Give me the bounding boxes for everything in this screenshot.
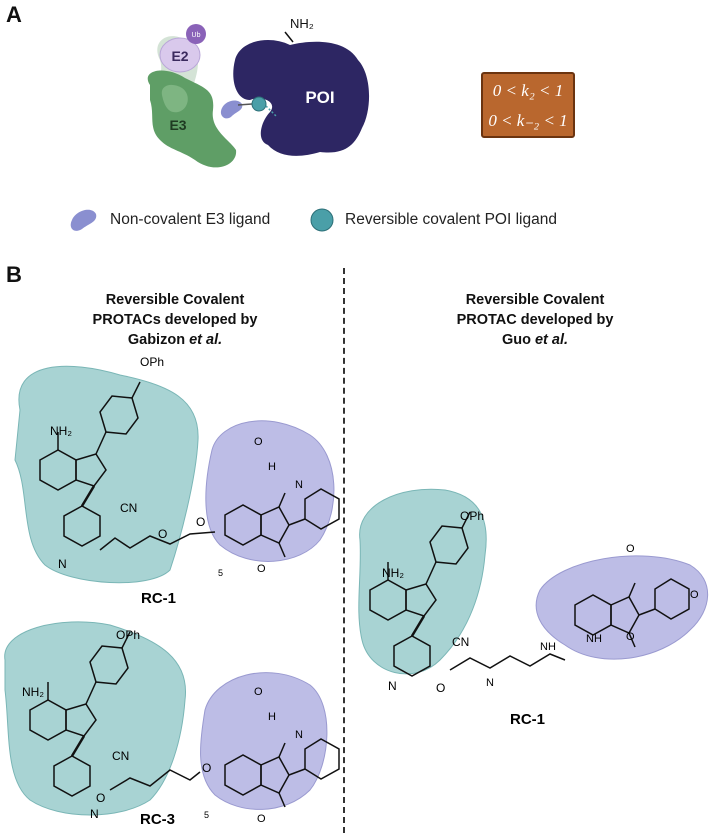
e2-shape: [159, 37, 201, 73]
rc3-label: RC-3: [140, 811, 175, 828]
rc1-right-poi-blob: [358, 488, 487, 675]
rc3-o1: O: [96, 791, 105, 805]
nh2-bond: [284, 31, 294, 43]
panel-divider: [343, 268, 345, 833]
rc3-o3: O: [254, 686, 263, 698]
poi-ligand-icon: [251, 96, 267, 112]
rc1-right-o: O: [436, 681, 445, 695]
e3-shape: [147, 70, 237, 168]
structures-svg: OPh NH₂ N CN O O 5 O O N H RC-1 OPh NH₂ …: [4, 355, 709, 828]
rc1-left-o2: O: [196, 515, 205, 529]
panel-b-label: B: [6, 262, 22, 287]
e3-highlight: [161, 84, 188, 113]
legend-reversible-text: Reversible covalent POI ligand: [345, 211, 557, 228]
nh2-label: NH₂: [290, 16, 314, 31]
rc1-right-nh2: NH₂: [382, 566, 404, 580]
ubiquitin-shape: [186, 24, 206, 44]
rc1-left-e3-blob: [205, 420, 335, 562]
legend-poi-ligand-icon: [310, 208, 334, 232]
rc3-nh2: NH₂: [22, 685, 44, 699]
rc1-right-linker: [449, 653, 566, 671]
e3-ligand-icon: [220, 100, 243, 119]
rc3-cn: CN: [112, 749, 129, 763]
rc1-left-n: N: [58, 557, 67, 571]
rc3-o4: O: [257, 813, 266, 825]
rc3-e3-blob: [200, 672, 328, 810]
rc1-left-nh2: NH₂: [50, 424, 72, 438]
poi-shape: [233, 40, 370, 156]
kinetics-box: 0 < k₂ < 1 0 < k₋₂ < 1: [481, 72, 575, 138]
rc1-right-cn: CN: [452, 635, 469, 649]
legend-noncovalent-text: Non-covalent E3 ligand: [110, 211, 271, 228]
rc3-sub5: 5: [204, 810, 209, 820]
panel-a-label: A: [6, 2, 22, 27]
rc1-left-o4: O: [257, 563, 266, 575]
rc1-right-nh2b: NH: [586, 633, 602, 645]
rc1-right-o3: O: [626, 631, 635, 643]
rc1-right-oph: OPh: [460, 509, 484, 523]
rc3-oph: OPh: [116, 628, 140, 642]
rc3-h: H: [268, 711, 276, 723]
right-heading-line3: Guo et al.: [501, 332, 569, 348]
rc3-n2: N: [295, 729, 303, 741]
rc1-left-linker: [99, 531, 216, 551]
k2-condition: 0 < k₂ < 1: [492, 81, 564, 100]
rc1-right-o2: O: [626, 543, 635, 555]
right-heading-line1: Reversible Covalent: [465, 292, 605, 308]
left-heading: Reversible Covalent PROTACs developed by…: [60, 290, 290, 350]
rc1-right-e3-blob: [535, 555, 709, 660]
rc3-n: N: [90, 807, 99, 821]
rc1-left-label: RC-1: [141, 590, 176, 607]
rc1-left-oph: OPh: [140, 355, 164, 369]
rc1-left-o1: O: [158, 527, 167, 541]
e2-label: E2: [171, 48, 188, 64]
linker: [237, 103, 253, 106]
rc1-right-label: RC-1: [510, 711, 545, 728]
rc1-left-sub5: 5: [218, 568, 223, 578]
rc1-left-o3: O: [254, 436, 263, 448]
poi-label: POI: [305, 88, 334, 107]
ternary-complex-illustration: E2 Ub E3 POI NH₂: [70, 16, 370, 232]
left-heading-line1: Reversible Covalent: [105, 292, 245, 308]
rc3-linker: [109, 769, 201, 791]
rc1-left-h: H: [268, 461, 276, 473]
ub-label: Ub: [192, 32, 201, 39]
rc1-right-n: N: [388, 679, 397, 693]
rc1-left-cn: CN: [120, 501, 137, 515]
rc3-o2: O: [202, 761, 211, 775]
left-heading-line2: PROTACs developed by: [92, 312, 258, 328]
rc1-right-n2: N: [486, 677, 494, 689]
rc1-right-nh: NH: [540, 641, 556, 653]
rc1-left-poi-blob: [14, 365, 199, 584]
k-minus2-condition: 0 < k₋₂ < 1: [488, 111, 568, 130]
right-heading-line2: PROTAC developed by: [456, 312, 614, 328]
e3-label: E3: [169, 117, 186, 133]
rc1-right-o4: O: [690, 589, 699, 601]
rc1-left-n2: N: [295, 479, 303, 491]
right-heading: Reversible Covalent PROTAC developed by …: [420, 290, 650, 350]
legend-e3-ligand-icon: [70, 209, 97, 231]
left-heading-line3: Gabizon et al.: [127, 332, 223, 348]
